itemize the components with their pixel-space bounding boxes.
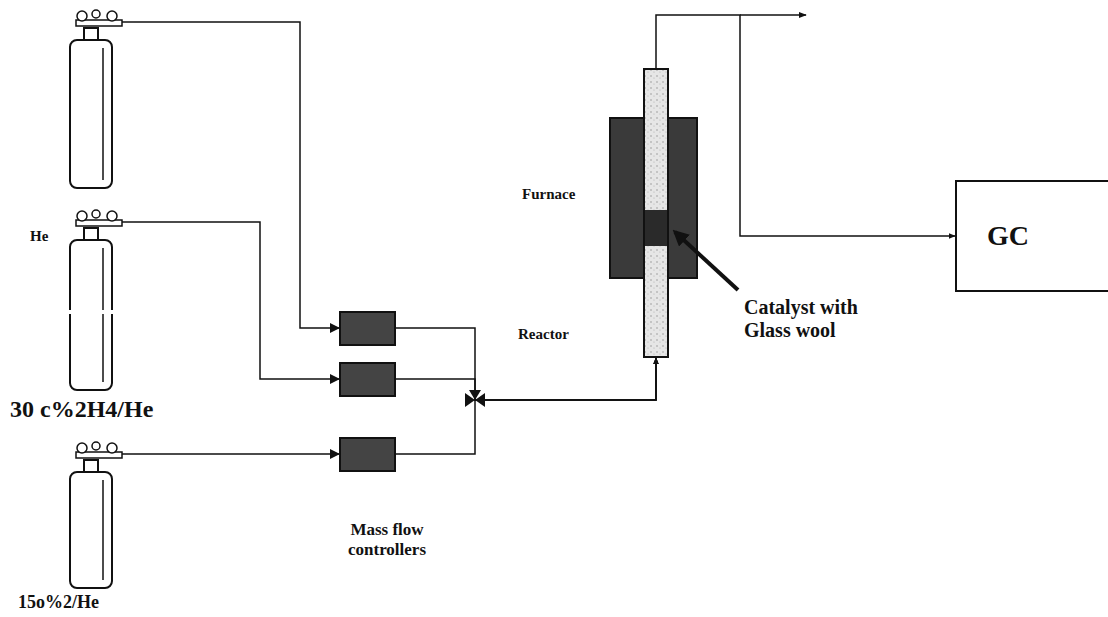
mixing-valve	[465, 390, 485, 407]
leader-arrow	[675, 232, 738, 290]
gas-line	[134, 222, 656, 400]
mass-flow-controller	[340, 312, 395, 471]
part-label: Furnace	[522, 186, 575, 203]
part-label: 30 c%2H4/He	[10, 396, 153, 424]
gas-cylinder	[62, 8, 134, 190]
gas-line	[134, 22, 656, 400]
part-label: Mass flow controllers	[322, 520, 452, 559]
analyzer-box: GC	[955, 180, 1108, 292]
gas-cylinder: 30 c%2H4/He	[62, 208, 134, 392]
box-label: GC	[987, 220, 1029, 252]
reactor-tube	[643, 68, 669, 358]
flow-arrowhead	[330, 323, 340, 459]
gas-line	[656, 15, 955, 236]
part-label: He	[30, 228, 48, 245]
gas-cylinder	[62, 440, 134, 590]
part-label: 15o%2/He	[18, 592, 99, 613]
gas-cylinder	[62, 208, 134, 392]
gas-cylinder: He	[62, 8, 134, 190]
callout-label: Catalyst with Glass wool	[744, 296, 894, 342]
gas-cylinder: 15o%2/He	[62, 440, 134, 590]
vent-line	[740, 14, 806, 16]
reactor: Reactor	[643, 68, 669, 358]
part-label: Reactor	[518, 326, 569, 343]
